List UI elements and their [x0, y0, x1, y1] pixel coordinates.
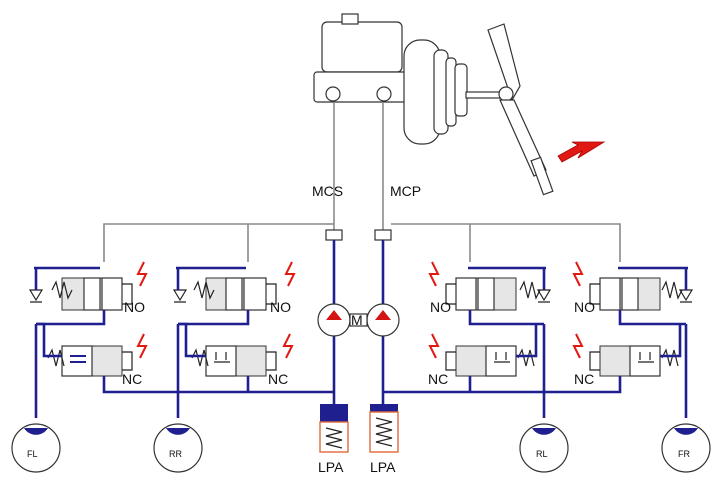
rr-outlet-solenoid-icon: [282, 333, 294, 359]
rl-outlet-label: NC: [428, 371, 448, 387]
left-lpa-label: LPA: [318, 459, 344, 475]
left-pump-triangle-icon: [326, 310, 342, 320]
pedal-pad: [530, 156, 554, 196]
reservoir-cap: [341, 13, 359, 25]
wheel-fl: FL: [11, 423, 61, 473]
rl-outlet-valve: NC: [428, 333, 535, 387]
fr-outlet-label: NC: [574, 371, 594, 387]
fr-inlet-outlet-line: [618, 310, 686, 326]
fl-inlet-label: NO: [124, 299, 145, 315]
mcs-junction: [325, 229, 343, 241]
rr-outlet-feed: [178, 322, 206, 358]
rr-inlet-outlet-line: [178, 310, 250, 326]
fl-check-valve-icon: [28, 289, 44, 303]
right-return-line: [383, 376, 622, 394]
rl-outlet-solenoid-icon: [428, 333, 440, 359]
booster-ring-3: [454, 63, 468, 117]
wheel-fl-label: FL: [27, 449, 38, 459]
fl-inlet-outlet-line: [36, 310, 106, 326]
rr-outlet-valve: NC: [191, 333, 294, 387]
pedal-lower-arm: [499, 99, 547, 177]
motor-shaft: [349, 313, 368, 327]
fr-inlet-solenoid-icon: [572, 261, 584, 287]
left-lpa-chamber: [320, 404, 348, 422]
rr-inlet-solenoid-icon: [284, 261, 296, 287]
rr-inlet-valve: NO: [176, 261, 296, 315]
mcs-label: MCS: [312, 183, 343, 199]
right-lpa-chamber: [370, 404, 398, 412]
fl-outlet-label: NC: [122, 371, 142, 387]
brake-actuation-assembly: [313, 13, 606, 196]
fl-inlet-valve: NO: [34, 261, 148, 315]
pedal-pivot: [498, 86, 514, 102]
fr-outlet-solenoid-icon: [572, 333, 584, 359]
right-lpa-spring-icon: [375, 417, 393, 447]
rl-inlet-label: NO: [430, 299, 451, 315]
right-lpa-label: LPA: [370, 459, 396, 475]
left-lpa-spring-housing: [319, 421, 349, 453]
left-return-line: [102, 376, 334, 394]
rr-outlet-label: NC: [268, 371, 288, 387]
wheel-rl-label: RL: [536, 449, 548, 459]
fr-outlet-valve: NC: [572, 333, 679, 387]
fl-inlet-solenoid-icon: [136, 261, 148, 287]
fl-outlet-feed: [36, 322, 62, 358]
fr-inlet-label: NO: [574, 299, 595, 315]
pump-motor-assembly: M: [317, 303, 400, 337]
rl-inlet-valve: NO: [428, 261, 546, 315]
master-port-primary: [376, 86, 392, 102]
fr-inlet-valve: NO: [572, 261, 688, 315]
rl-inlet-solenoid-icon: [428, 261, 440, 287]
pedal-force-arrow-icon: [557, 141, 606, 163]
right-pump-triangle-icon: [375, 310, 391, 320]
rl-outlet-feed: [516, 324, 538, 358]
wheel-fr: FR: [661, 423, 711, 473]
fr-check-valve-icon: [678, 289, 694, 303]
rl-inlet-outlet-line: [468, 310, 544, 326]
pedal-upper-arm: [487, 23, 521, 102]
rr-inlet-label: NO: [270, 299, 291, 315]
fl-outlet-valve: NC: [47, 333, 148, 387]
rr-check-valve-icon: [172, 289, 188, 303]
wheel-rl: RL: [519, 423, 569, 473]
mcp-junction: [374, 229, 392, 241]
fr-outlet-feed: [660, 324, 682, 358]
fluid-reservoir: [321, 21, 403, 73]
mcs-feed-fl: [103, 223, 326, 262]
fl-outlet-solenoid-icon: [136, 333, 148, 359]
left-lpa: LPA: [318, 404, 349, 475]
left-lpa-spring-icon: [325, 427, 343, 449]
rl-check-valve-icon: [536, 289, 552, 303]
wheel-rr: RR: [153, 423, 203, 473]
mcp-feed-fr: [391, 223, 621, 262]
motor-label: M: [351, 312, 363, 328]
mcp-label: MCP: [390, 183, 421, 199]
right-lpa: LPA: [369, 404, 399, 475]
wheel-rr-label: RR: [169, 449, 182, 459]
wheel-fr-label: FR: [678, 449, 690, 459]
master-port-secondary: [325, 86, 341, 102]
